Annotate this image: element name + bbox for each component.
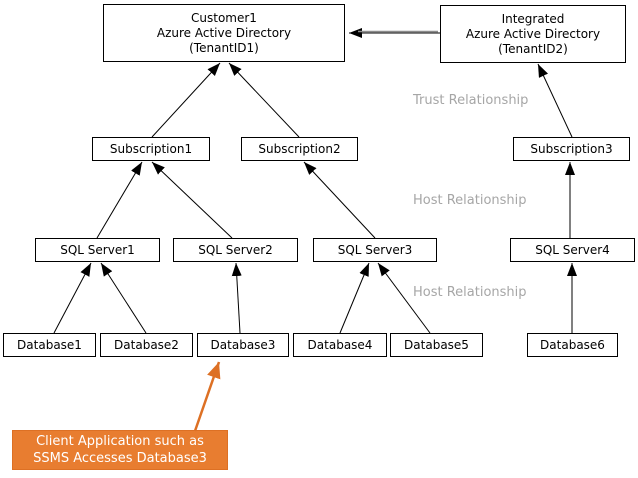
node-subscription3: Subscription3 — [513, 137, 630, 161]
arrow-subscription3-to-integrated-aad — [537, 63, 573, 138]
node-database5: Database5 — [390, 333, 483, 357]
host-relationship-label-lower: Host Relationship — [413, 285, 527, 300]
node-customer1-aad: Customer1 Azure Active Directory (Tenant… — [103, 4, 345, 62]
arrow-subscription1-to-customer-aad — [151, 62, 221, 138]
arrow-sqlserver2-to-subscription1 — [151, 161, 233, 239]
node-database6: Database6 — [527, 333, 618, 357]
arrow-client-to-database3 — [193, 361, 221, 432]
node-database4: Database4 — [293, 333, 387, 357]
node-integrated-aad: Integrated Azure Active Directory (Tenan… — [440, 5, 626, 63]
arrow-subscription2-to-customer-aad — [228, 62, 300, 138]
node-sql-server2: SQL Server2 — [173, 238, 298, 262]
node-database2: Database2 — [100, 333, 193, 357]
node-sql-server3: SQL Server3 — [313, 238, 437, 262]
node-subscription2: Subscription2 — [241, 137, 358, 161]
host-relationship-label-upper: Host Relationship — [413, 193, 527, 208]
node-sql-server4: SQL Server4 — [510, 238, 635, 262]
arrow-database2-to-sqlserver1 — [100, 262, 147, 334]
arrow-database1-to-sqlserver1 — [53, 262, 92, 334]
arrow-database3-to-sqlserver2 — [231, 262, 242, 334]
client-application-callout: Client Application such as SSMS Accesses… — [12, 430, 228, 470]
node-database3: Database3 — [197, 333, 289, 357]
node-subscription1: Subscription1 — [92, 137, 210, 161]
trust-relationship-label: Trust Relationship — [413, 93, 529, 108]
arrow-sqlserver1-to-subscription1 — [96, 161, 143, 239]
node-database1: Database1 — [3, 333, 96, 357]
arrow-sqlserver3-to-subscription2 — [303, 161, 376, 239]
arrow-database4-to-sqlserver3 — [339, 262, 370, 334]
node-sql-server1: SQL Server1 — [35, 238, 160, 262]
